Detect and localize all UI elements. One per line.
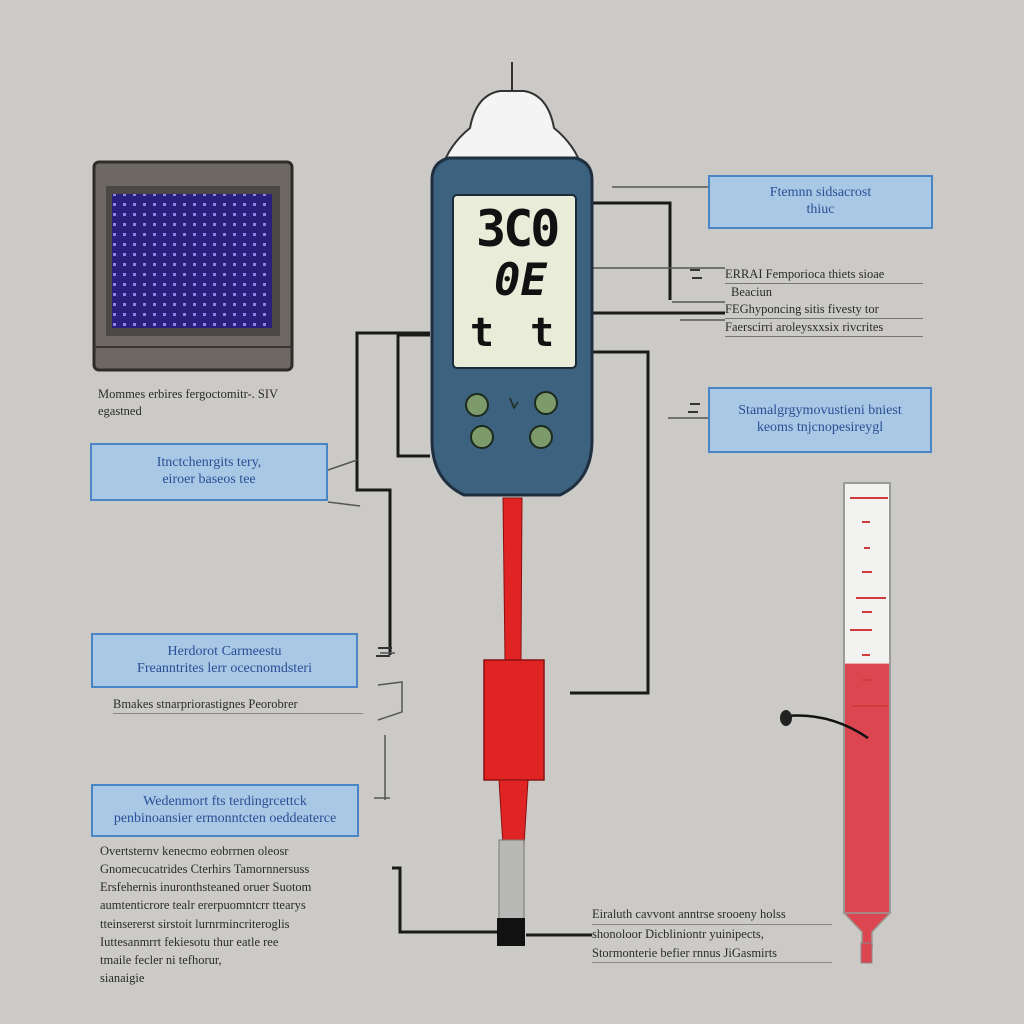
leader-lines (327, 186, 725, 800)
tick-marks (376, 269, 702, 657)
glass-thermometer-icon (780, 482, 892, 964)
label-box-left-mid: Herdorot Carmeestu Freanntrites lerr oce… (91, 633, 358, 688)
display-reading-top: 3C0 (476, 200, 560, 258)
screen-caption: Mommes erbires fergoctomitr-. SIV egastn… (98, 387, 279, 418)
display-reading-mid: 0E (494, 255, 547, 306)
label-box-left-lower: Wedenmort fts terdingrcettck penbinoansi… (91, 784, 359, 837)
label-box-left-upper: Itnctchenrgits tery, eiroer baseos tee (90, 443, 328, 501)
label-box-right-mid: Stamalgrgymovustieni bniest keoms tnjcno… (708, 387, 932, 453)
paragraph-left-lower: Overtsternv kenecmo eobrrnen oleosr Gnom… (100, 844, 312, 985)
display-reading-bottom: t t (470, 310, 561, 356)
connector-lines (355, 201, 725, 937)
paragraph-right-lower: Eiraluth cavvont anntrse srooeny holss s… (592, 905, 832, 964)
callout-left-mid: Bmakes stnarpriorastignes Peorobrer (113, 696, 363, 714)
lcd-panel-icon (92, 160, 294, 372)
label-box-top-right: Ftemnn sidsacrost thiuc (708, 175, 933, 229)
callout-right-upper: ERRAI Femporioca thiets sioae Beaciun FE… (725, 266, 923, 337)
probe-icon (483, 497, 545, 946)
digital-thermometer-icon (430, 62, 594, 497)
